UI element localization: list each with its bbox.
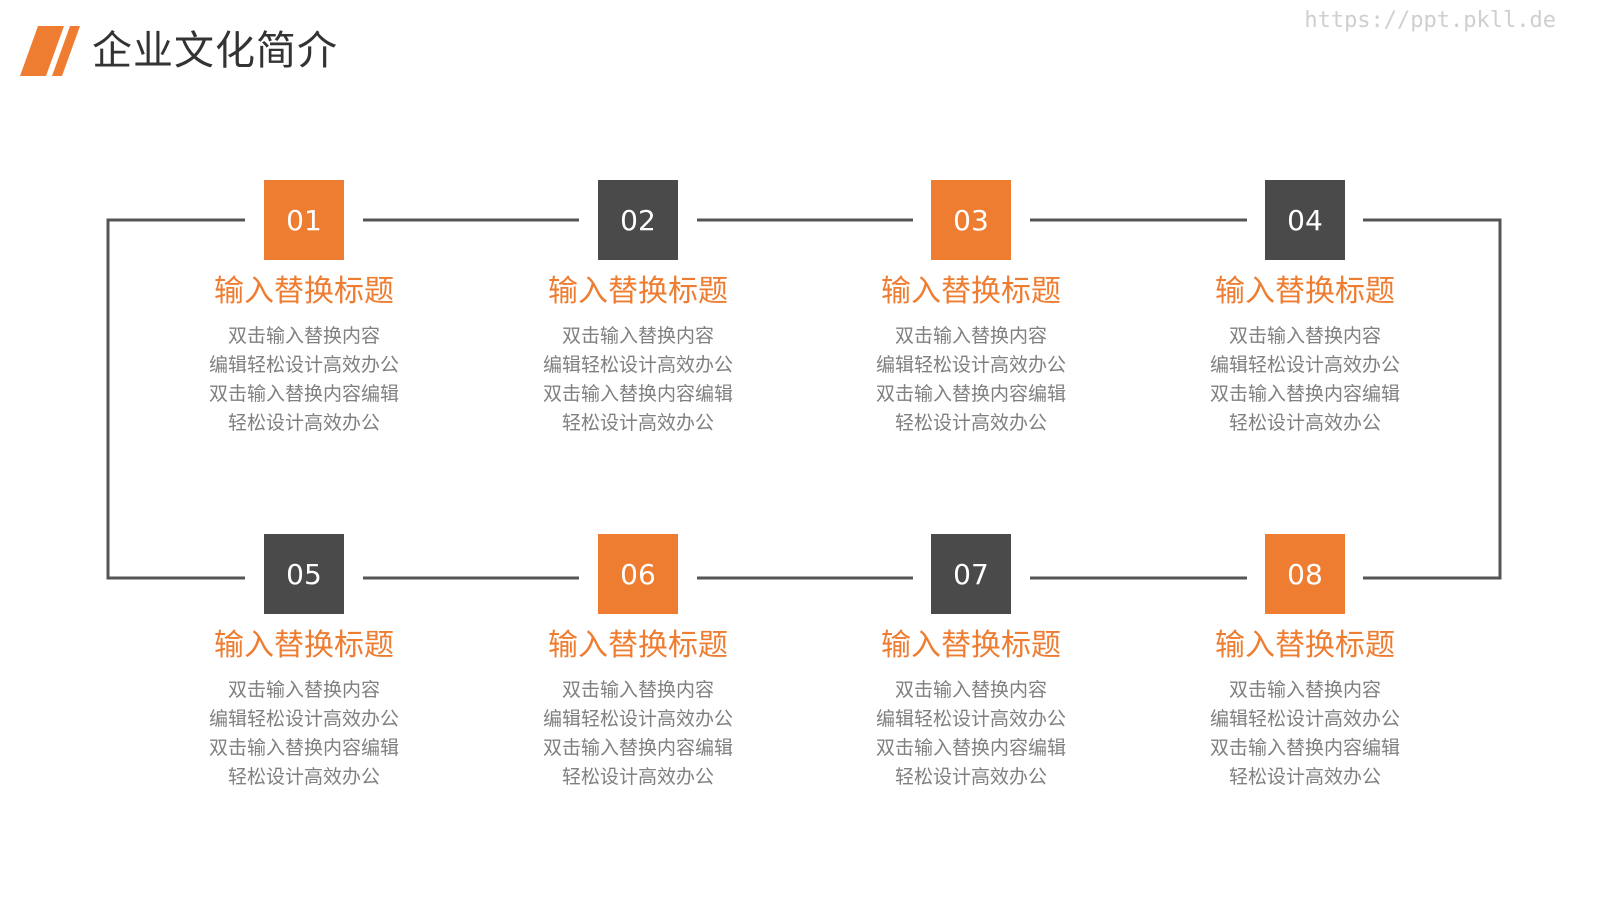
watermark-url: https://ppt.pkll.de xyxy=(1304,8,1556,33)
description-line: 双击输入替换内容 xyxy=(1228,679,1381,701)
description-line: 双击输入替换内容编辑 xyxy=(1209,737,1400,759)
step-01: 01 输入替换标题 双击输入替换内容 编辑轻松设计高效办公 双击输入替换内容编辑… xyxy=(174,180,434,438)
description-line: 编辑轻松设计高效办公 xyxy=(875,708,1066,730)
outer-loop-left xyxy=(106,218,245,580)
description-line: 双击输入替换内容 xyxy=(227,679,380,701)
step-07: 07 输入替换标题 双击输入替换内容 编辑轻松设计高效办公 双击输入替换内容编辑… xyxy=(841,534,1101,792)
step-title[interactable]: 输入替换标题 xyxy=(1215,628,1395,663)
outer-loop-right xyxy=(1363,218,1502,580)
step-description[interactable]: 双击输入替换内容 编辑轻松设计高效办公 双击输入替换内容编辑 轻松设计高效办公 xyxy=(1210,322,1400,438)
step-number-box: 02 xyxy=(598,180,678,260)
description-line: 双击输入替换内容 xyxy=(561,325,714,347)
description-line: 轻松设计高效办公 xyxy=(894,766,1047,788)
description-line: 双击输入替换内容 xyxy=(561,679,714,701)
description-line: 轻松设计高效办公 xyxy=(561,412,714,434)
description-line: 编辑轻松设计高效办公 xyxy=(1209,708,1400,730)
description-line: 双击输入替换内容编辑 xyxy=(542,383,733,405)
step-number-box: 06 xyxy=(598,534,678,614)
description-line: 双击输入替换内容 xyxy=(227,325,380,347)
description-line: 轻松设计高效办公 xyxy=(227,766,380,788)
step-03: 03 输入替换标题 双击输入替换内容 编辑轻松设计高效办公 双击输入替换内容编辑… xyxy=(841,180,1101,438)
description-line: 轻松设计高效办公 xyxy=(1228,412,1381,434)
step-title[interactable]: 输入替换标题 xyxy=(548,628,728,663)
page-title: 企业文化简介 xyxy=(92,28,338,74)
description-line: 双击输入替换内容编辑 xyxy=(1209,383,1400,405)
step-description[interactable]: 双击输入替换内容 编辑轻松设计高效办公 双击输入替换内容编辑 轻松设计高效办公 xyxy=(543,322,733,438)
step-title[interactable]: 输入替换标题 xyxy=(548,274,728,309)
step-number-box: 07 xyxy=(931,534,1011,614)
description-line: 双击输入替换内容 xyxy=(894,679,1047,701)
step-description[interactable]: 双击输入替换内容 编辑轻松设计高效办公 双击输入替换内容编辑 轻松设计高效办公 xyxy=(1210,676,1400,792)
step-description[interactable]: 双击输入替换内容 编辑轻松设计高效办公 双击输入替换内容编辑 轻松设计高效办公 xyxy=(543,676,733,792)
description-line: 轻松设计高效办公 xyxy=(227,412,380,434)
description-line: 双击输入替换内容 xyxy=(894,325,1047,347)
description-line: 双击输入替换内容编辑 xyxy=(208,737,399,759)
description-line: 编辑轻松设计高效办公 xyxy=(1209,354,1400,376)
step-08: 08 输入替换标题 双击输入替换内容 编辑轻松设计高效办公 双击输入替换内容编辑… xyxy=(1175,534,1435,792)
description-line: 编辑轻松设计高效办公 xyxy=(875,354,1066,376)
description-line: 编辑轻松设计高效办公 xyxy=(542,354,733,376)
step-02: 02 输入替换标题 双击输入替换内容 编辑轻松设计高效办公 双击输入替换内容编辑… xyxy=(508,180,768,438)
slash-logo-icon xyxy=(20,26,80,76)
description-line: 编辑轻松设计高效办公 xyxy=(542,708,733,730)
description-line: 轻松设计高效办公 xyxy=(1228,766,1381,788)
step-number-box: 04 xyxy=(1265,180,1345,260)
step-title[interactable]: 输入替换标题 xyxy=(214,274,394,309)
description-line: 轻松设计高效办公 xyxy=(561,766,714,788)
description-line: 双击输入替换内容编辑 xyxy=(875,737,1066,759)
step-number-box: 03 xyxy=(931,180,1011,260)
step-04: 04 输入替换标题 双击输入替换内容 编辑轻松设计高效办公 双击输入替换内容编辑… xyxy=(1175,180,1435,438)
step-title[interactable]: 输入替换标题 xyxy=(1215,274,1395,309)
description-line: 编辑轻松设计高效办公 xyxy=(208,354,399,376)
step-title[interactable]: 输入替换标题 xyxy=(881,274,1061,309)
step-number-box: 08 xyxy=(1265,534,1345,614)
step-05: 05 输入替换标题 双击输入替换内容 编辑轻松设计高效办公 双击输入替换内容编辑… xyxy=(174,534,434,792)
step-description[interactable]: 双击输入替换内容 编辑轻松设计高效办公 双击输入替换内容编辑 轻松设计高效办公 xyxy=(876,676,1066,792)
step-description[interactable]: 双击输入替换内容 编辑轻松设计高效办公 双击输入替换内容编辑 轻松设计高效办公 xyxy=(209,676,399,792)
step-title[interactable]: 输入替换标题 xyxy=(881,628,1061,663)
description-line: 双击输入替换内容 xyxy=(1228,325,1381,347)
step-number-box: 05 xyxy=(264,534,344,614)
description-line: 轻松设计高效办公 xyxy=(894,412,1047,434)
description-line: 双击输入替换内容编辑 xyxy=(542,737,733,759)
step-description[interactable]: 双击输入替换内容 编辑轻松设计高效办公 双击输入替换内容编辑 轻松设计高效办公 xyxy=(876,322,1066,438)
step-06: 06 输入替换标题 双击输入替换内容 编辑轻松设计高效办公 双击输入替换内容编辑… xyxy=(508,534,768,792)
description-line: 编辑轻松设计高效办公 xyxy=(208,708,399,730)
step-description[interactable]: 双击输入替换内容 编辑轻松设计高效办公 双击输入替换内容编辑 轻松设计高效办公 xyxy=(209,322,399,438)
step-number-box: 01 xyxy=(264,180,344,260)
step-title[interactable]: 输入替换标题 xyxy=(214,628,394,663)
description-line: 双击输入替换内容编辑 xyxy=(875,383,1066,405)
description-line: 双击输入替换内容编辑 xyxy=(208,383,399,405)
